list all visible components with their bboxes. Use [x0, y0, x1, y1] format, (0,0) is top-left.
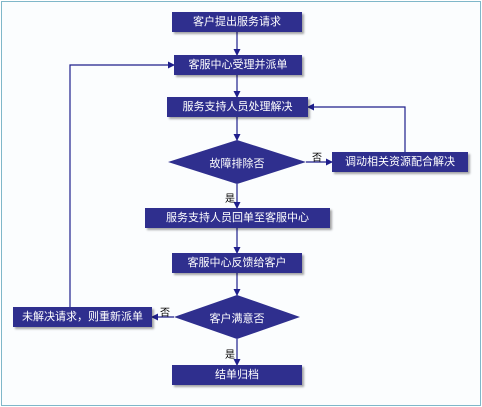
node-redispatch: 未解决请求，则重新派单 [13, 307, 152, 327]
fault-check-label: 故障排除否 [209, 157, 265, 170]
fault-yes-label: 是 [225, 194, 235, 205]
edge-coordinate-process [307, 103, 406, 152]
node-request: 客户提出服务请求 [172, 12, 302, 32]
node-feedback: 客服中心反馈给客户 [172, 253, 302, 273]
satisfied-check-diamond [174, 295, 300, 339]
fault-no-label: 否 [312, 153, 322, 164]
node-archive: 结单归档 [172, 365, 302, 385]
fault-check-diamond [168, 140, 306, 184]
satisfied-no-label: 否 [160, 308, 170, 319]
node-report-back: 服务支持人员回单至客服中心 [145, 208, 330, 228]
node-dispatch: 客服中心受理并派单 [174, 55, 302, 75]
node-process: 服务支持人员处理解决 [167, 97, 308, 117]
node-coordinate: 调动相关资源配合解决 [332, 152, 468, 172]
satisfied-check-label: 客户满意否 [209, 312, 265, 325]
satisfied-yes-label: 是 [225, 350, 235, 361]
edge-redispatch-dispatch [69, 61, 175, 307]
